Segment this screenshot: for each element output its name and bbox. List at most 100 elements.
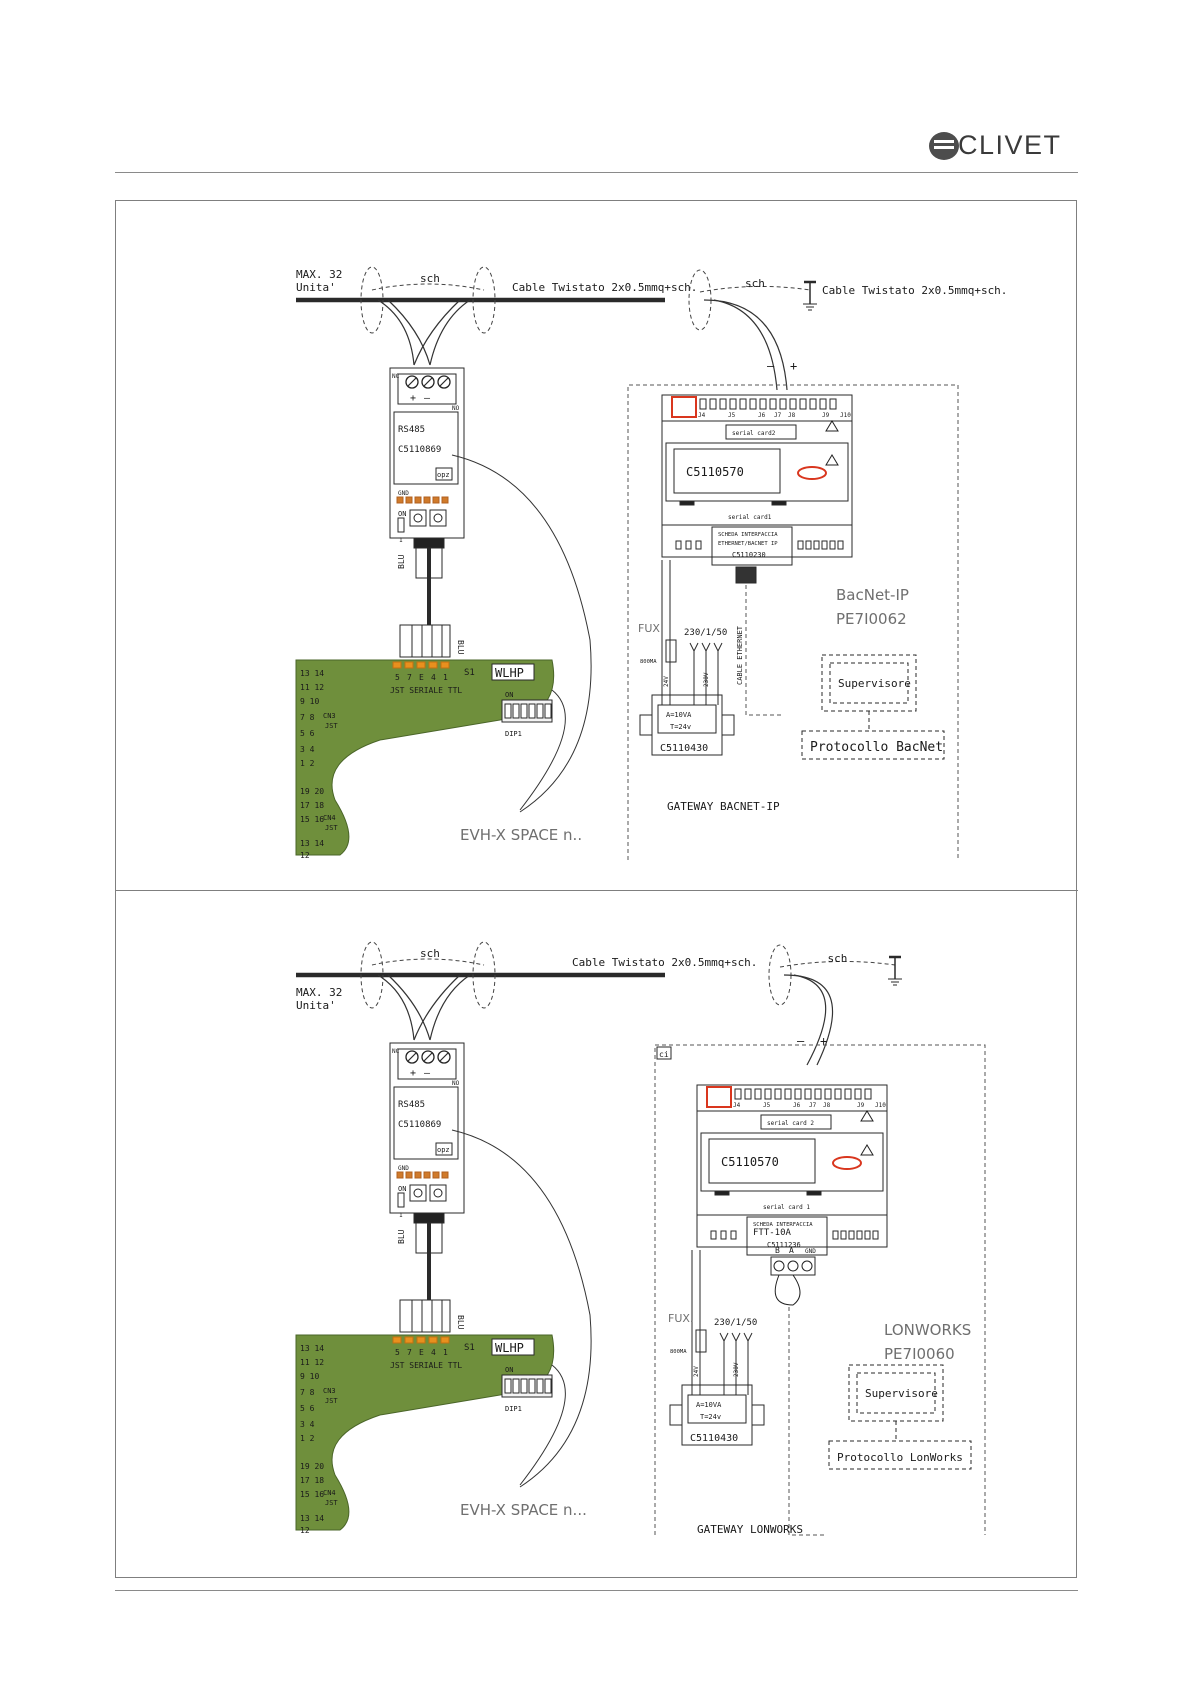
board-pin-label: 7 8 bbox=[300, 1388, 315, 1397]
plus-sign: + bbox=[820, 1034, 827, 1048]
voltage-label: 230/1/50 bbox=[684, 628, 727, 638]
interface-code: C5111236 bbox=[767, 1241, 801, 1249]
wire-pair bbox=[429, 299, 471, 366]
screw-slot bbox=[423, 1052, 433, 1062]
plug-line bbox=[743, 1332, 749, 1342]
clip bbox=[679, 500, 695, 506]
shield-line bbox=[779, 960, 896, 968]
board-pin-label: 13 14 bbox=[300, 1344, 324, 1353]
terminal-slot bbox=[814, 1088, 822, 1100]
terminal-slot bbox=[797, 540, 804, 550]
ttl-connector bbox=[399, 624, 451, 658]
screw-slot bbox=[407, 1052, 417, 1062]
board-pin-label: 12 bbox=[300, 1526, 310, 1535]
warning-icon bbox=[825, 454, 839, 466]
terminal-screw-icon bbox=[437, 375, 451, 389]
led-pad bbox=[396, 496, 404, 504]
led-pad bbox=[441, 496, 449, 504]
cn3-label: CN3 bbox=[323, 712, 336, 720]
terminal-slot bbox=[829, 398, 837, 410]
v24-label: 24V bbox=[663, 676, 670, 687]
cn4-jst-label: JST bbox=[325, 1499, 338, 1507]
terminal-slot bbox=[774, 1088, 782, 1100]
dip-on-label: ON bbox=[505, 1366, 513, 1374]
jst-pad bbox=[428, 1336, 438, 1344]
controller-connector bbox=[671, 396, 697, 418]
board-pin-label: 13 14 bbox=[300, 669, 324, 678]
serial-card2-slot bbox=[760, 1114, 832, 1130]
controller-connector bbox=[706, 1086, 732, 1108]
serial-card1-label: serial card1 bbox=[728, 514, 772, 521]
minus-sign: – bbox=[797, 1034, 805, 1048]
board-pin-label: 1 2 bbox=[300, 759, 315, 768]
opz-box bbox=[435, 1142, 453, 1156]
leader-line bbox=[519, 1364, 566, 1486]
terminal-slot bbox=[675, 540, 682, 550]
supervisor-inner bbox=[829, 662, 909, 704]
minus-sign: – bbox=[767, 359, 775, 373]
terminal-slot bbox=[837, 540, 844, 550]
led-pad bbox=[414, 496, 422, 504]
warning-icon bbox=[825, 420, 839, 432]
plug-line bbox=[747, 1332, 753, 1342]
led-pad bbox=[432, 496, 440, 504]
diagram-frame bbox=[115, 200, 1077, 1578]
terminal-slot bbox=[804, 1088, 812, 1100]
terminal-slot bbox=[832, 1230, 839, 1240]
j-label: J6 bbox=[793, 1102, 801, 1109]
ci-label: ci bbox=[659, 1050, 669, 1059]
transformer-tab bbox=[639, 714, 653, 736]
terminal-slot bbox=[794, 1088, 802, 1100]
opz-box bbox=[435, 467, 453, 481]
terminal-slot bbox=[872, 1230, 879, 1240]
board-pin-label: 3 4 bbox=[300, 1420, 315, 1429]
terminal-slot bbox=[719, 398, 727, 410]
terminal-screw-icon bbox=[801, 1260, 813, 1272]
j-label: J8 bbox=[823, 1102, 831, 1109]
warning-icon bbox=[860, 1144, 874, 1156]
terminal-slot bbox=[854, 1088, 862, 1100]
board-pin-label: 11 12 bbox=[300, 1358, 324, 1367]
opz-label: opz bbox=[437, 471, 450, 479]
terminal-slot bbox=[695, 540, 702, 550]
j-label: J4 bbox=[698, 412, 706, 419]
cable-ethernet-label: CABLE ETHERNET bbox=[736, 625, 744, 685]
j-label: J9 bbox=[857, 1102, 865, 1109]
wlhp-label-box bbox=[491, 663, 535, 681]
plug-line bbox=[713, 642, 719, 652]
leader-line bbox=[519, 689, 566, 811]
jst-pad bbox=[416, 661, 426, 669]
j-label: J10 bbox=[840, 412, 851, 419]
terminal-screw-icon bbox=[773, 1260, 785, 1272]
protocol-code: PE7I0062 bbox=[836, 610, 907, 628]
terminal-slot bbox=[744, 1088, 752, 1100]
rotary-switch-icon bbox=[433, 1188, 443, 1198]
terminal-slot bbox=[754, 1088, 762, 1100]
terminal-slot bbox=[829, 540, 836, 550]
board-pin-label: 9 10 bbox=[300, 697, 319, 706]
wire-pair bbox=[377, 974, 415, 1041]
protocol-box bbox=[828, 1440, 972, 1470]
lon-cable bbox=[788, 1307, 825, 1536]
terminal-slot bbox=[789, 398, 797, 410]
terminal-minus: – bbox=[424, 393, 431, 404]
board-pin-label: 9 10 bbox=[300, 1372, 319, 1381]
board-pin-label: 15 16 bbox=[300, 1490, 324, 1499]
serial-card1-label: serial card 1 bbox=[763, 1204, 810, 1211]
terminal-slot bbox=[769, 398, 777, 410]
dip-slot bbox=[512, 703, 520, 719]
rs485-terminal bbox=[397, 373, 457, 405]
interface-card bbox=[711, 526, 793, 566]
terminal-slot bbox=[840, 1230, 847, 1240]
sch-label-left: sch bbox=[420, 947, 440, 960]
cn4-jst-label: JST bbox=[325, 824, 338, 832]
evh-label: EVH-X SPACE n.. bbox=[460, 826, 582, 844]
terminal-slot bbox=[844, 1088, 852, 1100]
dip-slot bbox=[512, 1378, 520, 1394]
controller-code: C5110570 bbox=[721, 1155, 779, 1169]
terminal-slot bbox=[764, 1088, 772, 1100]
rs485-code: C5110869 bbox=[398, 445, 441, 455]
sch-label-left: sch bbox=[420, 272, 440, 285]
dip-slot bbox=[528, 1378, 536, 1394]
